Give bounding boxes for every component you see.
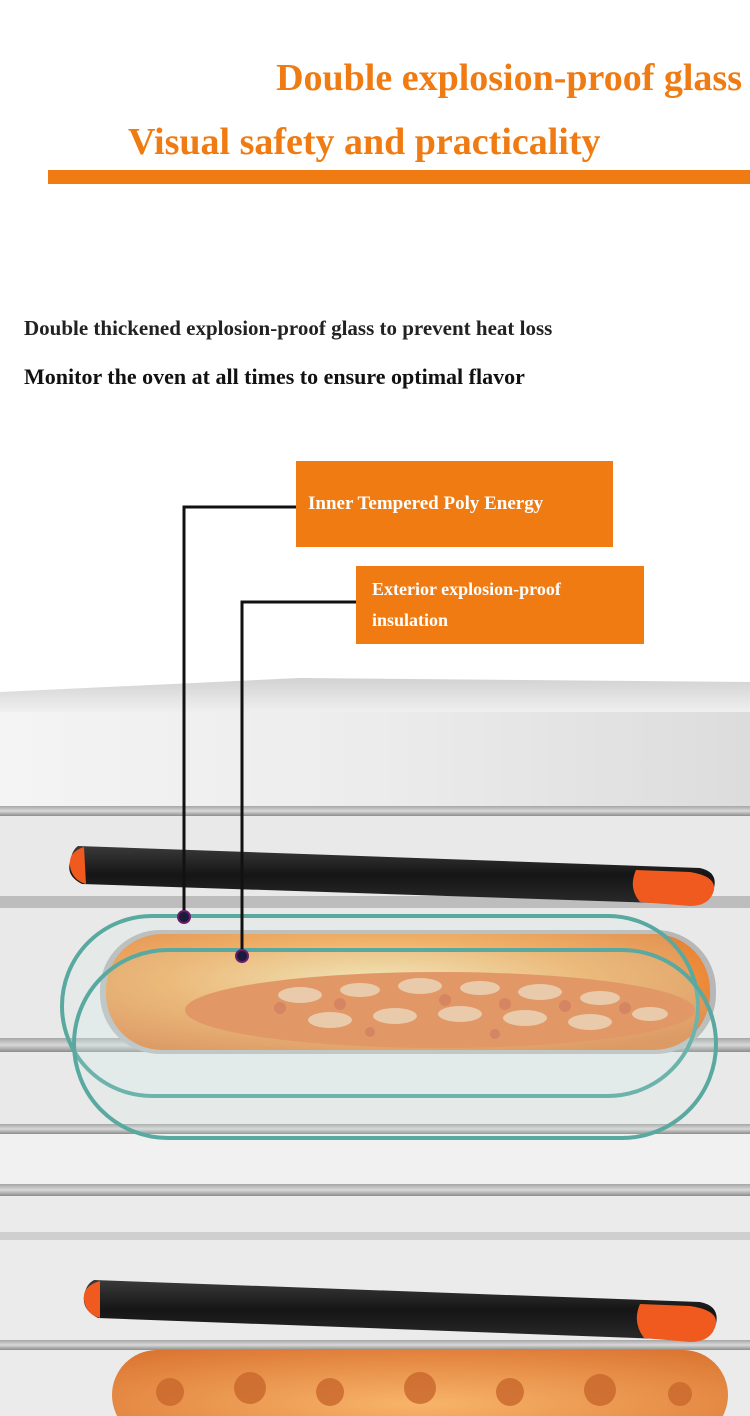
- handle-cap-right-upper: [632, 870, 715, 906]
- inner-glass-outline: [60, 914, 700, 1098]
- title-underline-bar: [48, 170, 750, 184]
- title-line-1: Double explosion-proof glass: [276, 57, 742, 99]
- oven-handle-lower: [83, 1280, 717, 1341]
- inner-leader-line: [182, 505, 296, 916]
- exterior-leader-line: [240, 600, 356, 952]
- description-line-2: Monitor the oven at all times to ensure …: [24, 364, 525, 389]
- callout-exterior-glass: Exterior explosion-proof insulation: [356, 566, 644, 644]
- exterior-glass-outline: [72, 948, 718, 1140]
- oven-top-surface: [0, 678, 750, 712]
- inner-glass-marker: [177, 910, 191, 924]
- description-line-1: Double thickened explosion-proof glass t…: [24, 316, 553, 340]
- oven-upper-panel: [0, 712, 750, 816]
- callout-exterior-label: Exterior explosion-proof insulation: [372, 579, 561, 630]
- callout-inner-glass: Inner Tempered Poly Energy: [296, 461, 613, 547]
- title-line-2: Visual safety and practicality: [128, 121, 601, 163]
- exterior-glass-marker: [235, 949, 249, 963]
- handle-cap-right-lower: [636, 1304, 717, 1342]
- callout-inner-label: Inner Tempered Poly Energy: [308, 493, 544, 514]
- oven-handle-upper: [69, 846, 715, 905]
